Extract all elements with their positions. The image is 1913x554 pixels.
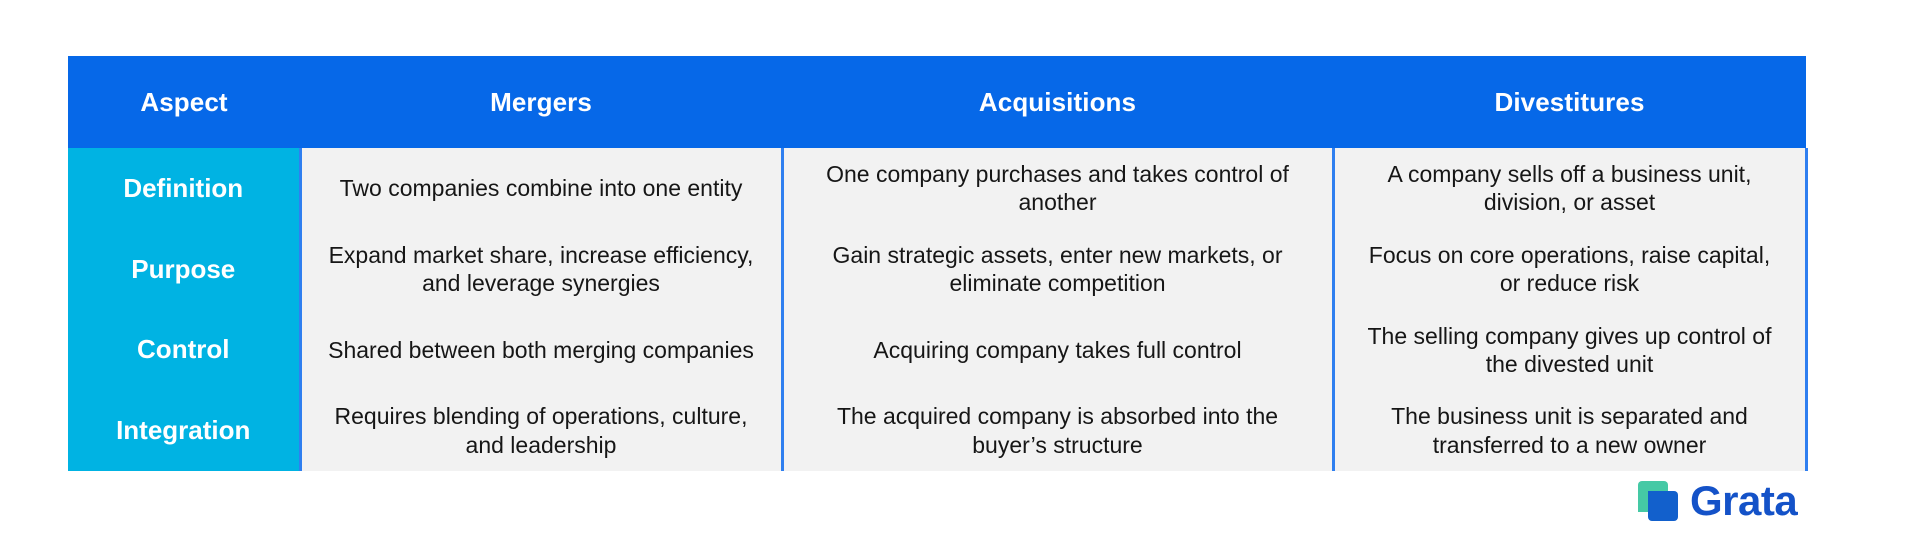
row-label-control: Control [68, 309, 300, 391]
table-row: Integration Requires blending of operati… [68, 390, 1808, 471]
cell-divestitures-integration: The business unit is separated and trans… [1331, 390, 1808, 471]
column-header-divestitures: Divestitures [1333, 56, 1806, 148]
row-label-definition: Definition [68, 148, 300, 229]
row-label-purpose: Purpose [68, 228, 300, 310]
column-header-acquisitions: Acquisitions [782, 56, 1333, 148]
brand-logo: Grata [1638, 477, 1798, 524]
comparison-table-container: Aspect Mergers Acquisitions Divestitures… [68, 56, 1808, 471]
cell-acquisitions-integration: The acquired company is absorbed into th… [780, 390, 1333, 471]
cell-mergers-integration: Requires blending of operations, culture… [298, 390, 782, 471]
table-row: Purpose Expand market share, increase ef… [68, 228, 1808, 310]
column-header-mergers: Mergers [300, 56, 782, 148]
table-header-row: Aspect Mergers Acquisitions Divestitures [68, 56, 1806, 148]
brand-wordmark: Grata [1690, 477, 1798, 524]
cell-acquisitions-definition: One company purchases and takes control … [780, 148, 1333, 229]
comparison-table: Aspect Mergers Acquisitions Divestitures… [68, 56, 1808, 471]
cell-mergers-control: Shared between both merging companies [298, 309, 782, 391]
cell-acquisitions-purpose: Gain strategic assets, enter new markets… [780, 228, 1333, 310]
table-row: Control Shared between both merging comp… [68, 309, 1808, 391]
table-body: Definition Two companies combine into on… [68, 148, 1808, 471]
column-header-aspect: Aspect [68, 56, 300, 148]
cell-divestitures-definition: A company sells off a business unit, div… [1331, 148, 1808, 229]
row-label-integration: Integration [68, 390, 300, 471]
grata-logo-icon [1638, 481, 1678, 521]
table-header: Aspect Mergers Acquisitions Divestitures [68, 56, 1806, 148]
cell-acquisitions-control: Acquiring company takes full control [780, 309, 1333, 391]
cell-mergers-definition: Two companies combine into one entity [298, 148, 782, 229]
table-row: Definition Two companies combine into on… [68, 148, 1808, 229]
cell-divestitures-control: The selling company gives up control of … [1331, 309, 1808, 391]
cell-divestitures-purpose: Focus on core operations, raise capital,… [1331, 228, 1808, 310]
cell-mergers-purpose: Expand market share, increase efficiency… [298, 228, 782, 310]
